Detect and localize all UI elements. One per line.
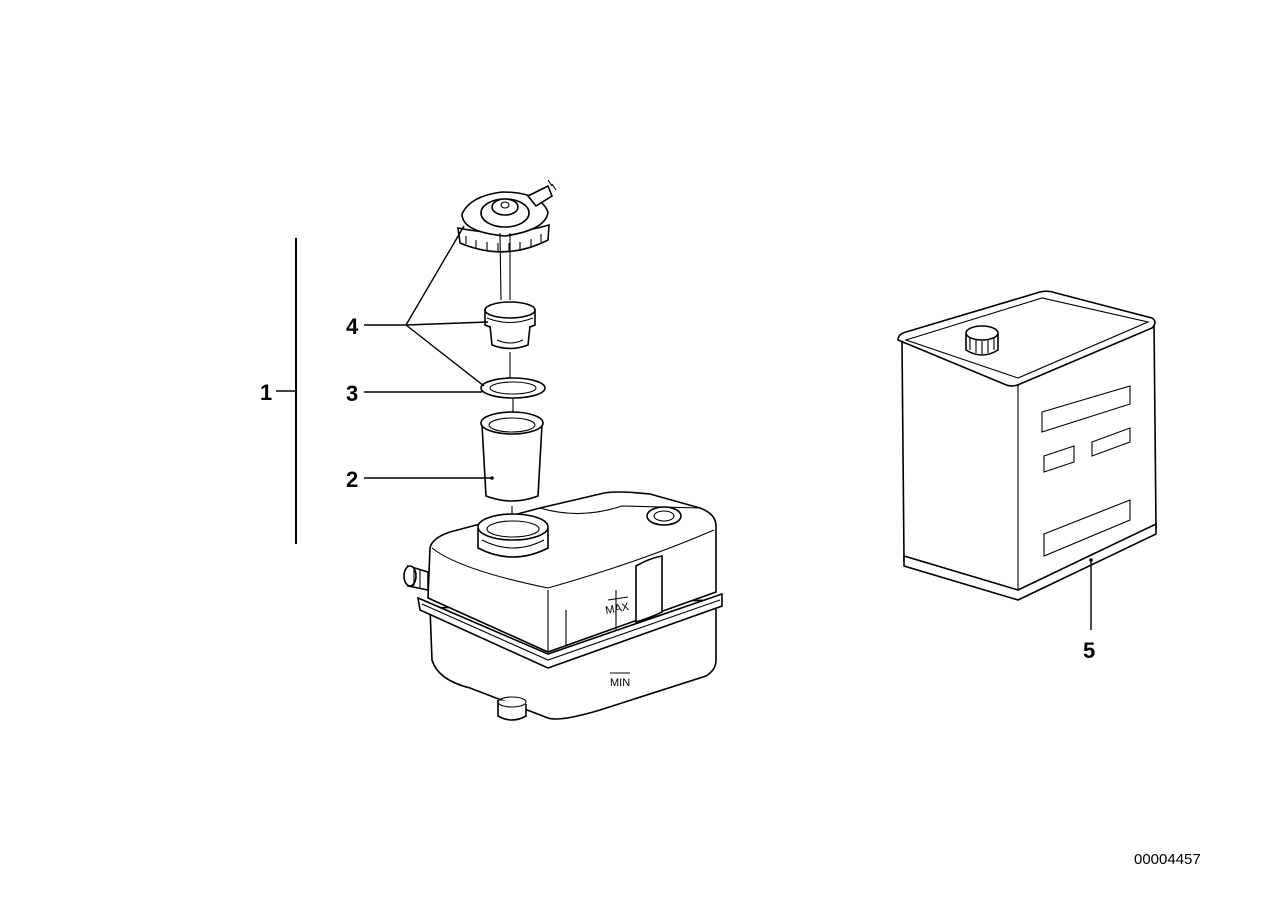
assembly-bracket <box>276 238 297 544</box>
filter-sleeve <box>480 411 544 518</box>
callout-5: 5 <box>1083 638 1095 663</box>
callout-3: 3 <box>346 381 358 406</box>
fluid-reservoir: MAX MIN <box>403 491 723 721</box>
callout-4: 4 <box>346 314 359 339</box>
callout-1: 1 <box>260 380 272 405</box>
leader-lines <box>364 225 1093 630</box>
min-mark: MIN <box>610 677 630 689</box>
reservoir-cap <box>457 179 557 301</box>
reservoir-float <box>484 301 536 378</box>
brake-fluid-can <box>897 290 1157 601</box>
max-mark: MAX <box>604 601 630 617</box>
sealing-ring <box>480 377 546 412</box>
document-id: 00004457 <box>1134 851 1201 868</box>
callout-2: 2 <box>346 467 358 492</box>
